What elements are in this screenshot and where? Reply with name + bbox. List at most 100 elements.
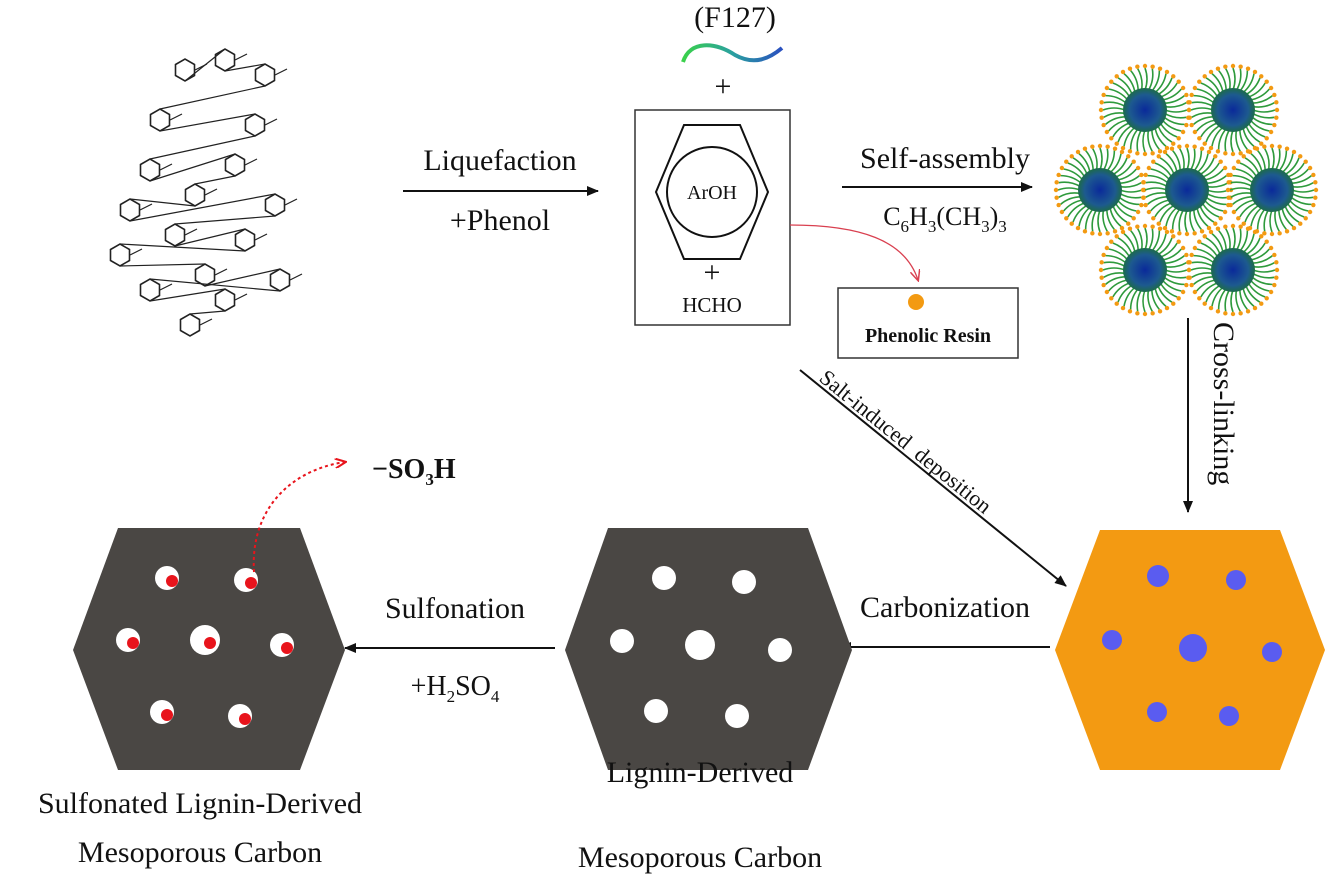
lignin-ring <box>139 158 161 182</box>
sulfonic-group-dot <box>166 575 178 587</box>
lignin-substituent <box>129 248 143 256</box>
resin-dot <box>1150 224 1155 229</box>
f127-chain <box>1252 269 1276 273</box>
h2so4-label: +H2SO4 <box>411 671 500 706</box>
f127-chain <box>1252 272 1275 279</box>
lignin-bond <box>194 175 236 185</box>
resin-dot <box>1268 129 1274 135</box>
micelle <box>1053 143 1147 237</box>
lignin-bond <box>159 85 266 110</box>
resin-dot <box>1206 149 1212 155</box>
resin-dot <box>1169 146 1175 151</box>
resin-dot <box>1307 165 1313 171</box>
resin-dot <box>1202 234 1207 239</box>
resin-dot <box>1245 309 1251 314</box>
f127-chain <box>1136 129 1143 152</box>
resin-dot <box>1104 85 1110 91</box>
resin-dot <box>1099 100 1104 105</box>
resin-dot <box>1176 79 1181 84</box>
template-domain <box>1147 565 1169 587</box>
resin-dot <box>1054 195 1059 200</box>
resin-dot <box>1238 311 1243 316</box>
resin-dot <box>1099 260 1104 265</box>
resin-dot <box>1223 224 1228 229</box>
f127-chain <box>1206 192 1229 199</box>
resin-dot <box>1238 64 1243 69</box>
resin-dot <box>1226 195 1231 200</box>
resin-dot <box>1192 129 1198 135</box>
resin-dot <box>1139 202 1144 208</box>
resin-dot <box>1164 305 1170 311</box>
resin-dot <box>1142 63 1148 69</box>
mesopore <box>768 638 792 662</box>
resin-dot <box>1228 172 1233 178</box>
resin-dot <box>1139 172 1144 178</box>
resin-dot <box>1311 202 1316 208</box>
f127-chain <box>1232 227 1236 251</box>
cross-linking-label: Cross-linking <box>1207 322 1240 485</box>
lignin-ring <box>179 313 201 337</box>
micelle <box>1225 143 1319 237</box>
resin-dot <box>1277 231 1282 236</box>
resin-dot <box>1135 151 1140 156</box>
lignin-substituent <box>139 203 153 211</box>
lignin-ring <box>119 198 141 222</box>
resin-dot <box>1164 69 1170 75</box>
resin-dot <box>1197 136 1202 141</box>
resin-dot <box>1252 305 1258 311</box>
resin-dot <box>1135 311 1140 316</box>
lignin-substituent <box>184 228 198 236</box>
resin-dot <box>1099 275 1104 280</box>
resin-dot <box>1064 216 1069 221</box>
micelle <box>1186 223 1280 317</box>
resin-dot <box>1303 216 1308 221</box>
resin-dot <box>1230 63 1236 69</box>
f127-chain <box>1235 228 1242 251</box>
resin-dot <box>1241 221 1246 226</box>
lignin-substituent <box>214 268 228 276</box>
lignin-bond <box>149 153 236 182</box>
resin-dot <box>1186 107 1192 113</box>
f127-chain <box>1058 181 1081 188</box>
lignin-bond <box>189 310 226 315</box>
benzene-ring-icon <box>654 124 770 260</box>
self-assembly-label: Self-assembly <box>860 142 1030 175</box>
lignin-substituent <box>244 158 258 166</box>
resin-dot <box>1274 115 1279 120</box>
resin-dot <box>1184 231 1190 237</box>
resin-dot <box>1176 296 1181 301</box>
resin-dot <box>1236 159 1241 164</box>
f127-chain <box>1145 181 1168 188</box>
resin-dot <box>1171 234 1176 239</box>
resin-dot <box>1101 92 1106 98</box>
resin-dot <box>1098 107 1104 113</box>
lignin-bond <box>174 215 276 225</box>
resin-dot <box>1215 149 1221 154</box>
f127-chain <box>1142 289 1146 313</box>
resin-dot <box>1142 223 1148 229</box>
sulfonic-group-dot <box>281 642 293 654</box>
resin-dot <box>1247 149 1253 155</box>
lignin-bond <box>119 263 206 267</box>
resin-dot <box>1184 252 1189 258</box>
template-domain <box>1219 706 1239 726</box>
resin-dot <box>1157 309 1163 314</box>
resin-dot <box>1274 107 1280 113</box>
f127-chain <box>1103 261 1126 268</box>
resin-dot <box>1141 180 1146 185</box>
resin-dot <box>1215 309 1221 314</box>
lignin-substituent <box>169 113 183 121</box>
resin-dot <box>1075 149 1081 155</box>
resin-dot <box>1264 296 1269 301</box>
resin-dot <box>1156 221 1161 226</box>
resin-dot <box>1238 224 1243 229</box>
resin-dot <box>1176 136 1181 141</box>
resin-dot <box>1126 154 1131 159</box>
template-domain <box>1226 570 1246 590</box>
mesopore <box>652 566 676 590</box>
resin-dot <box>1268 245 1274 251</box>
resin-dot <box>1303 159 1308 164</box>
resin-dot <box>1199 146 1205 151</box>
resin-dot <box>1171 74 1176 79</box>
lignin-bond <box>149 278 281 292</box>
